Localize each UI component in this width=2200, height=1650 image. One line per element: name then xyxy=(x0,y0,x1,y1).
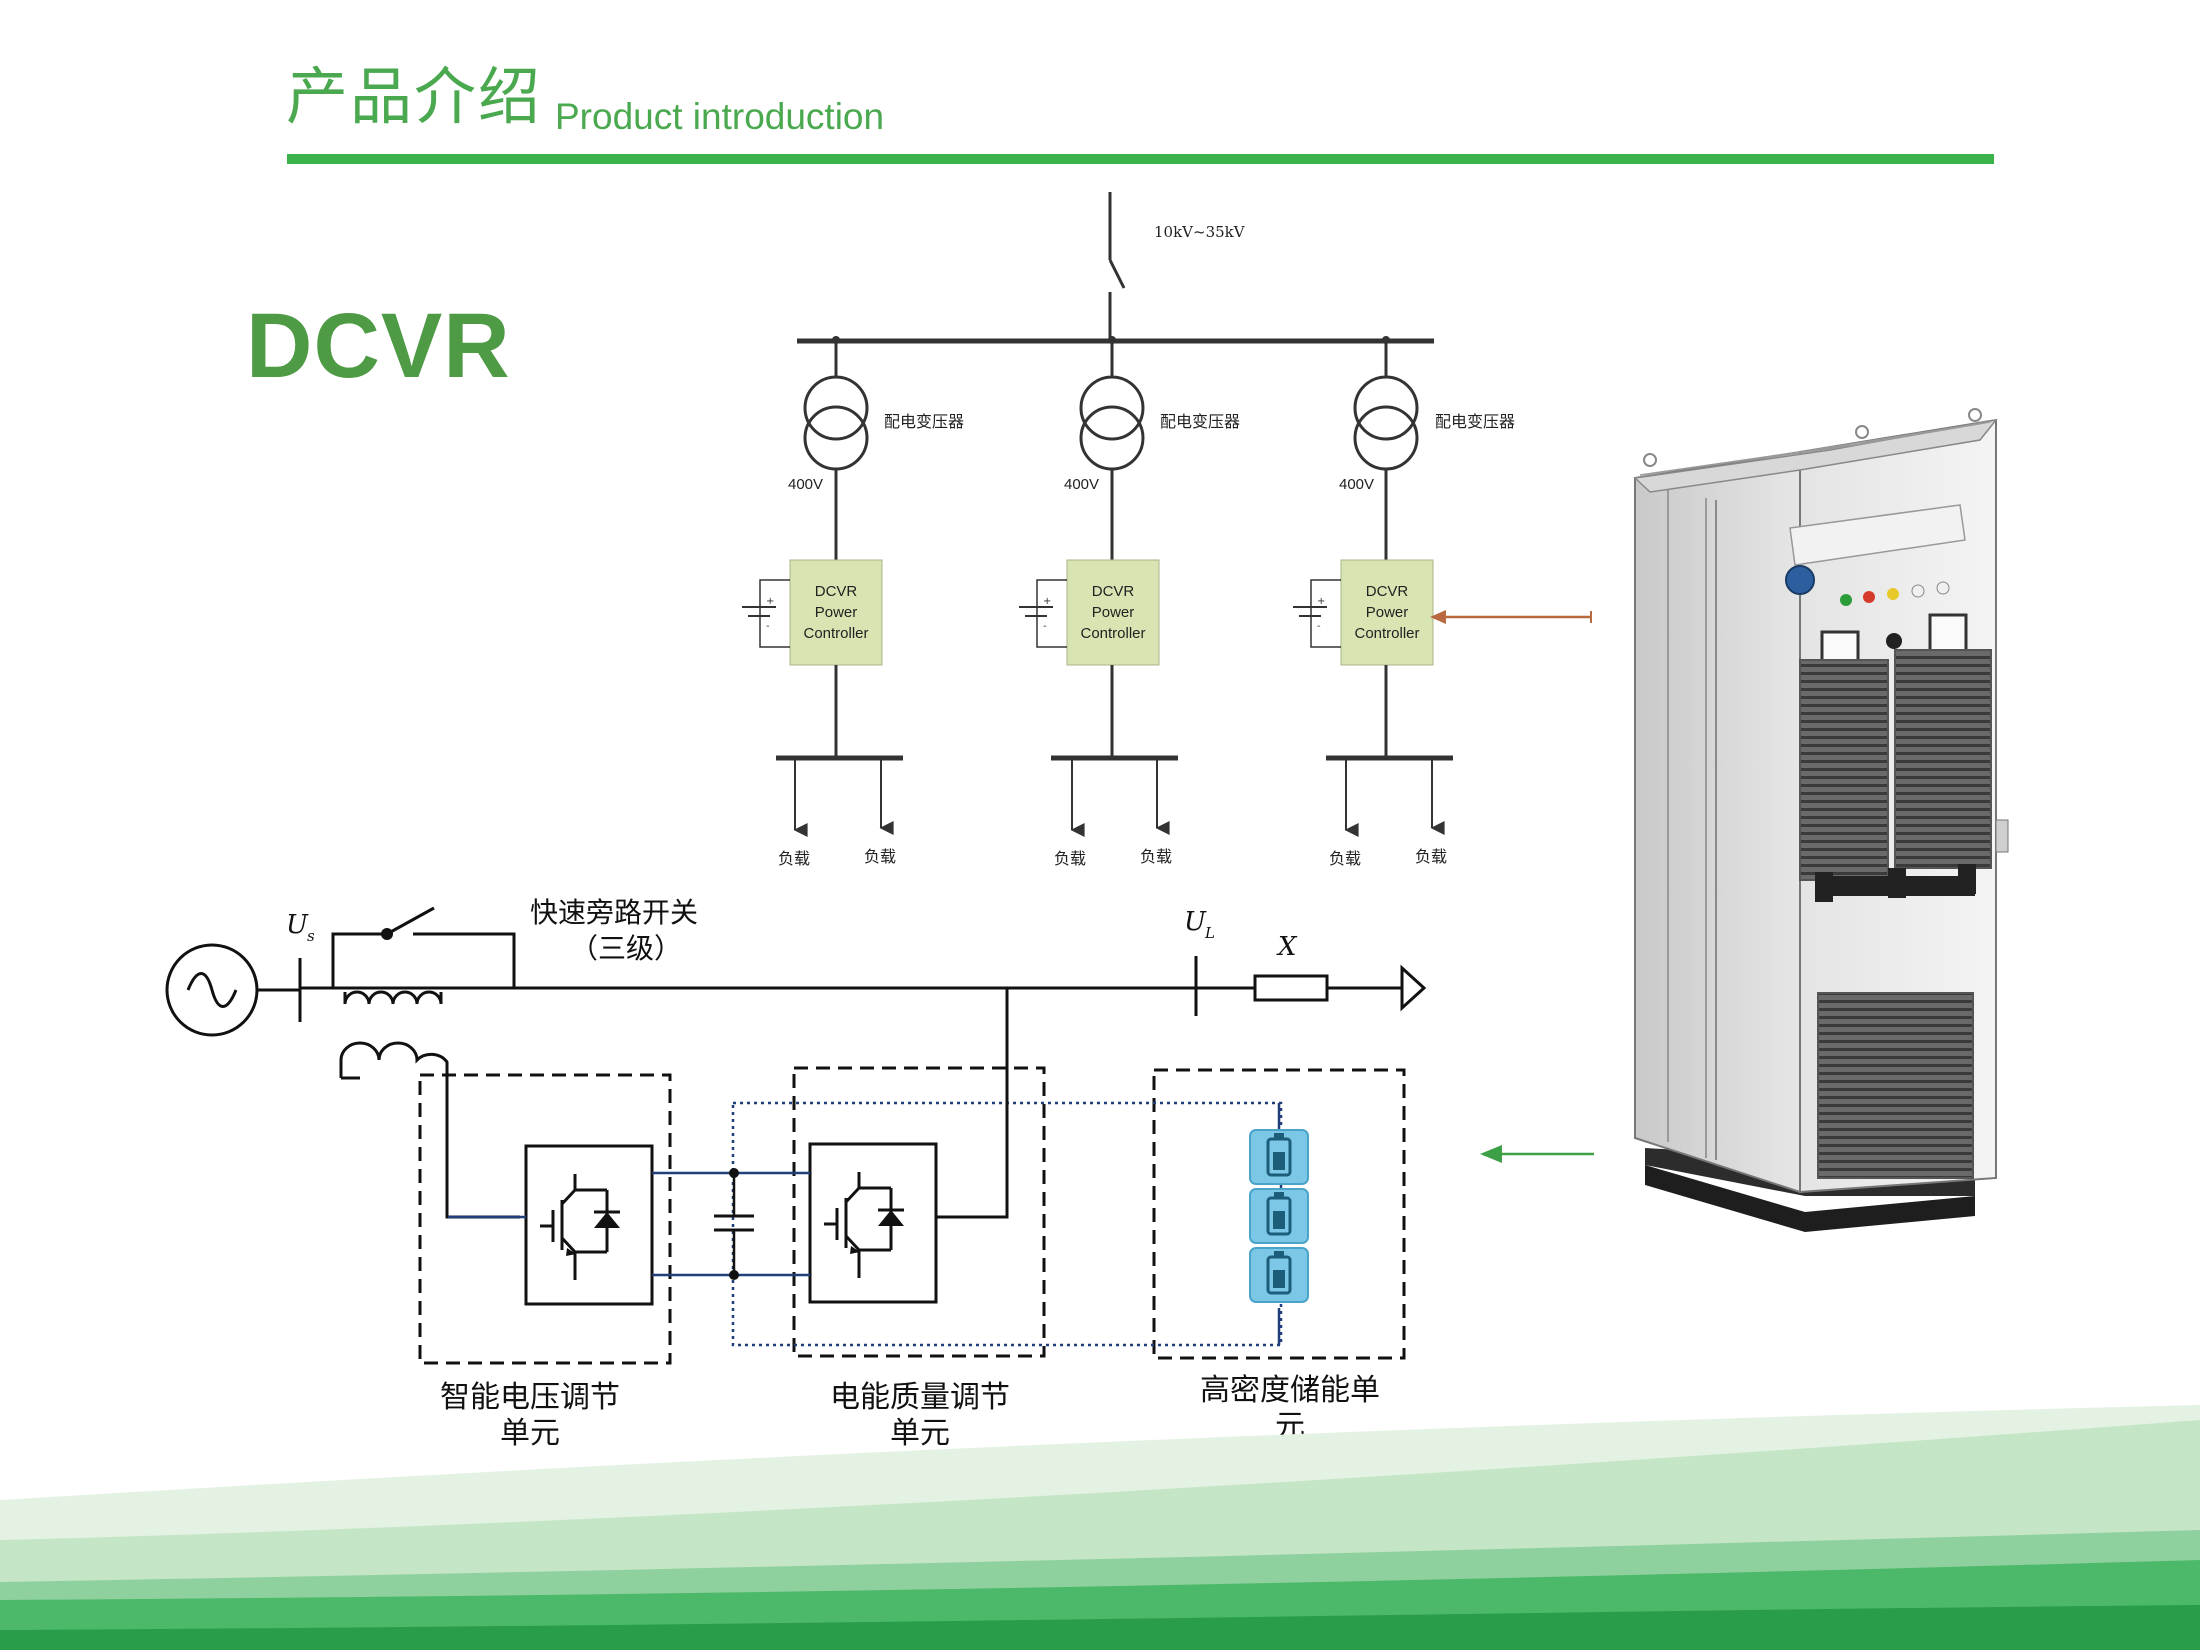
controller-label-line3: Controller xyxy=(1080,625,1145,642)
unit-label-power-quality: 电能质量调节 xyxy=(830,1380,1010,1415)
battery-icon xyxy=(1249,1129,1309,1185)
bypass-switch-label: 快速旁路开关 xyxy=(530,896,698,929)
footer-decoration xyxy=(0,1405,2200,1650)
source-voltage-subscript: s xyxy=(307,927,315,945)
meter-icon xyxy=(1928,613,1968,655)
load-arrow-icon xyxy=(1400,964,1427,1012)
bus-voltage-label: 10kV~35kV xyxy=(1154,223,1246,241)
controller-label-line3: Controller xyxy=(803,625,868,642)
series-transformer-icon xyxy=(343,990,443,1005)
feeder-1: 配电变压器 400V DCVR Power Controller + - 负载 … xyxy=(742,336,964,868)
load-label: 负载 xyxy=(1054,849,1086,868)
lv-voltage-label: 400V xyxy=(1339,476,1374,493)
callout-arrow-orange xyxy=(1430,610,1592,624)
header-divider xyxy=(287,154,1994,164)
controller-label-line1: DCVR xyxy=(1092,583,1135,600)
dcvr-cabinet-illustration xyxy=(1633,408,2009,1232)
load-voltage-label: U xyxy=(1184,907,1207,937)
logo-icon xyxy=(1785,565,1815,595)
svg-text:-: - xyxy=(766,621,770,632)
unit-label-power-quality-2: 单元 xyxy=(890,1416,950,1451)
load-label: 负载 xyxy=(1140,847,1172,866)
page-title-english: Product introduction xyxy=(555,96,885,137)
unit-frame-energy-storage xyxy=(1152,1068,1406,1360)
svg-text:+: + xyxy=(766,596,774,607)
controller-label-line2: Power xyxy=(815,604,858,621)
controller-label-line2: Power xyxy=(1092,604,1135,621)
transformer-icon xyxy=(803,375,869,441)
svg-text:+: + xyxy=(1043,596,1051,607)
controller-label-line2: Power xyxy=(1366,604,1409,621)
transformer-label: 配电变压器 xyxy=(1160,412,1240,431)
dcvr-controller-box xyxy=(1066,559,1160,666)
battery-icon xyxy=(1249,1188,1309,1244)
transformer-label: 配电变压器 xyxy=(1435,412,1515,431)
controller-label-line1: DCVR xyxy=(815,583,858,600)
transformer-icon xyxy=(1079,375,1145,441)
single-line-diagram: 10kV~35kV 配电变压器 400V DCVR Power Controll… xyxy=(742,192,1515,868)
impedance-label: X xyxy=(1276,932,1298,962)
dc-capacitor-icon xyxy=(1036,579,1067,648)
transformer-icon xyxy=(1353,375,1419,441)
source-voltage-label: U xyxy=(286,910,309,940)
lv-voltage-label: 400V xyxy=(788,476,823,493)
dc-capacitor-icon xyxy=(1310,579,1341,648)
unit-frame-power-quality xyxy=(792,1066,1046,1358)
svg-text:-: - xyxy=(1317,621,1321,632)
unit-frame-voltage-regulation xyxy=(418,1073,672,1365)
feeder-2: 配电变压器 400V DCVR Power Controller + - 负载 … xyxy=(1019,336,1240,868)
load-label: 负载 xyxy=(864,847,896,866)
controller-label-line1: DCVR xyxy=(1366,583,1409,600)
bypass-switch-level-label: （三级） xyxy=(570,932,682,965)
unit-label-voltage-regulation: 智能电压调节 xyxy=(440,1380,620,1415)
unit-label-energy-storage: 高密度储能单 xyxy=(1200,1373,1380,1408)
controller-label-line3: Controller xyxy=(1354,625,1419,642)
product-name-heading: DCVR xyxy=(246,295,511,397)
load-label: 负载 xyxy=(1415,847,1447,866)
svg-text:+: + xyxy=(1317,596,1325,607)
load-voltage-subscript: L xyxy=(1204,924,1215,942)
load-label: 负载 xyxy=(778,849,810,868)
topology-diagram: U s 快速旁路开关 （三级） U L X xyxy=(165,896,1427,1451)
page-title-chinese: 产品介绍 xyxy=(286,60,543,133)
callout-arrow-green xyxy=(1480,1145,1594,1163)
battery-icon xyxy=(1249,1247,1309,1303)
transformer-label: 配电变压器 xyxy=(884,412,964,431)
dc-capacitor-icon xyxy=(759,579,790,648)
svg-text:-: - xyxy=(1043,621,1047,632)
dcvr-controller-box xyxy=(1340,559,1434,666)
feeder-3: 配电变压器 400V DCVR Power Controller + - 负载 … xyxy=(1293,336,1515,868)
load-label: 负载 xyxy=(1329,849,1361,868)
lv-voltage-label: 400V xyxy=(1064,476,1099,493)
bypass-switch-icon xyxy=(331,932,385,988)
line-impedance-icon xyxy=(1253,974,1329,1002)
unit-label-voltage-regulation-2: 单元 xyxy=(500,1416,560,1451)
